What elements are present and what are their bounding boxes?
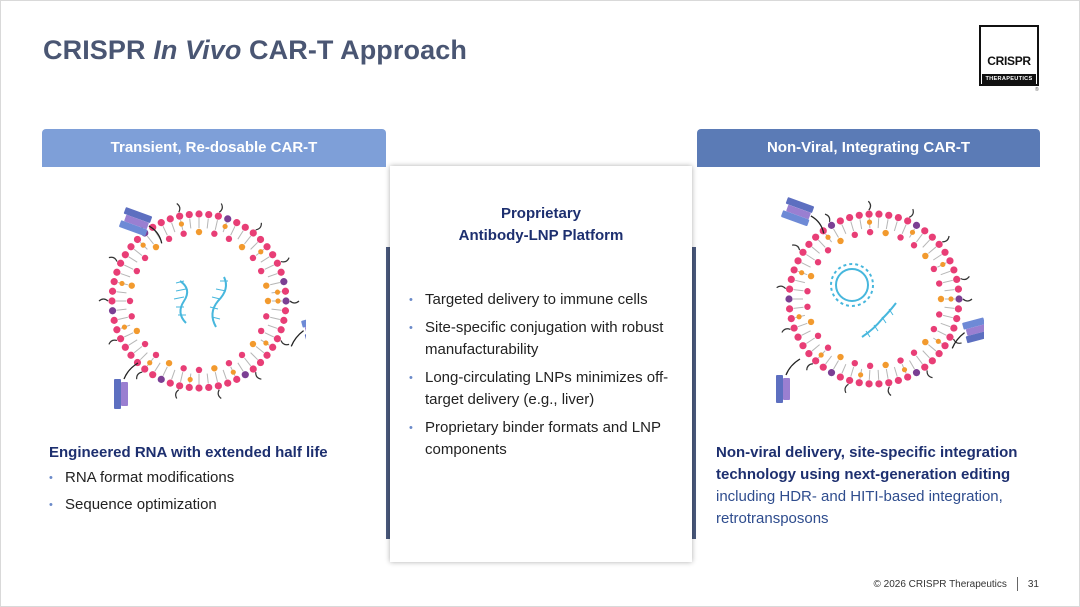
left-tab-header: Transient, Re-dosable CAR-T [42, 129, 386, 167]
logo-wordmark: CRISPR [987, 54, 1031, 68]
lipid-bilayer-ring [776, 200, 973, 396]
title-post: CAR-T Approach [241, 35, 467, 65]
center-left-accent-bar [386, 247, 392, 539]
center-right-accent-bar [690, 247, 696, 539]
circular-dna-icon [830, 263, 874, 307]
title-italic: In Vivo [153, 35, 242, 65]
antibody-icon [951, 317, 984, 349]
title-pre: CRISPR [43, 35, 154, 65]
antibody-icon [290, 315, 306, 347]
center-bullet: Site-specific conjugation with robust ma… [409, 317, 689, 361]
page-number: 31 [1027, 578, 1039, 590]
antibody-icon [114, 362, 139, 409]
antibody-icon [119, 207, 163, 244]
left-bullet-list: RNA format modifications Sequence optimi… [49, 467, 379, 516]
slide-footer: © 2026 CRISPR Therapeutics 31 [874, 577, 1039, 591]
center-bullet-list: Targeted delivery to immune cells Site-s… [409, 289, 689, 467]
logo-registered-mark: ® [1035, 87, 1039, 93]
center-title: Proprietary Antibody-LNP Platform [390, 203, 692, 247]
right-description: Non-viral delivery, site-specific integr… [716, 442, 1046, 530]
footer-copyright: © 2026 CRISPR Therapeutics [873, 578, 1007, 590]
slide-title: CRISPR In Vivo CAR-T Approach [43, 35, 467, 66]
right-subtext: including HDR- and HITI-based integratio… [716, 488, 1003, 527]
left-bullet: RNA format modifications [49, 467, 379, 489]
left-heading: Engineered RNA with extended half life [49, 444, 328, 461]
logo-subtitle: THERAPEUTICS [982, 74, 1036, 84]
center-title-line1: Proprietary [500, 205, 582, 222]
center-bullet: Targeted delivery to immune cells [409, 289, 689, 311]
left-bullet: Sequence optimization [49, 494, 379, 516]
footer-separator [1016, 577, 1018, 591]
company-logo: CRISPR THERAPEUTICS [979, 25, 1039, 86]
lnp-rna-particle-icon [98, 203, 306, 409]
right-heading: Non-viral delivery, site-specific integr… [716, 444, 1018, 483]
left-description: Engineered RNA with extended half life R… [49, 442, 379, 521]
center-bullet: Proprietary binder formats and LNP compo… [409, 417, 689, 461]
center-title-line2: Antibody-LNP Platform [458, 227, 624, 244]
antibody-icon [776, 358, 801, 403]
antibody-icon [781, 197, 825, 234]
center-bullet: Long-circulating LNPs minimizes off-targ… [409, 367, 689, 411]
mrna-strand-icon [861, 302, 897, 338]
lipid-bilayer-ring [98, 203, 300, 399]
right-tab-header: Non-Viral, Integrating CAR-T [697, 129, 1040, 167]
lnp-dna-particle-icon [776, 197, 984, 403]
center-platform-panel: Proprietary Antibody-LNP Platform Target… [390, 166, 692, 562]
mrna-strand-icon [173, 276, 228, 328]
